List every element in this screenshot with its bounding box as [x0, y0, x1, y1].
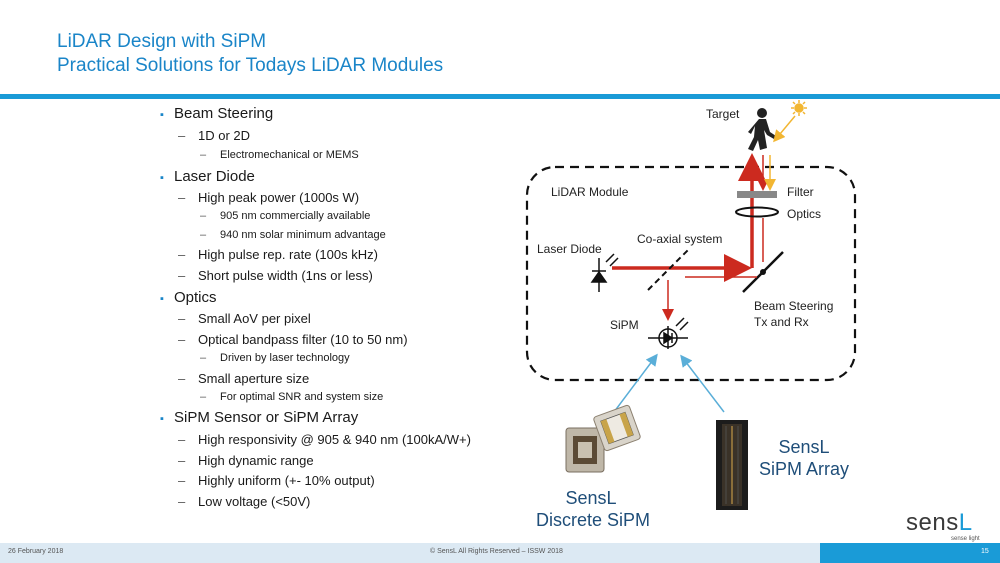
- laser-diode-icon: [590, 253, 619, 292]
- caption-sipm-array: SensL SiPM Array: [758, 437, 850, 479]
- sun-icon: [791, 100, 807, 116]
- bullet-beam-steering: ▪Beam Steering: [160, 105, 274, 122]
- label-beam-steering: Beam Steering: [754, 299, 834, 313]
- footer-date: 26 February 2018: [8, 548, 64, 555]
- sub-bullet: –High responsivity @ 905 & 940 nm (100kA…: [178, 432, 471, 447]
- footer-accent: [820, 543, 1000, 563]
- title-rule: [0, 94, 1000, 99]
- bullet-laser-diode: ▪Laser Diode: [160, 168, 255, 185]
- optics-lens: [735, 206, 779, 218]
- slide-title: LiDAR Design with SiPM: [57, 31, 267, 52]
- sipm-array-image: [716, 420, 748, 510]
- sub-sub-bullet: –905 nm commercially available: [200, 210, 371, 222]
- sunlight-arrow: [773, 115, 796, 143]
- page-number: 15: [981, 548, 989, 555]
- filter-element: [737, 191, 777, 198]
- label-target: Target: [706, 107, 740, 121]
- sub-sub-bullet: –Electromechanical or MEMS: [200, 149, 359, 161]
- sub-bullet: –Optical bandpass filter (10 to 50 nm): [178, 332, 408, 347]
- sub-bullet: –Short pulse width (1ns or less): [178, 268, 373, 283]
- label-coaxial: Co-axial system: [637, 232, 723, 246]
- sipm-icon: [648, 317, 689, 349]
- slide-title-block: LiDAR Design with SiPM Practical Solutio…: [57, 30, 443, 78]
- label-laser-diode: Laser Diode: [537, 242, 602, 256]
- sub-bullet: –High pulse rep. rate (100s kHz): [178, 247, 378, 262]
- bullet-optics: ▪Optics: [160, 289, 217, 306]
- slide-subtitle: Practical Solutions for Todays LiDAR Mod…: [57, 55, 444, 76]
- discrete-sipm-image: [565, 404, 641, 473]
- bullet-sipm: ▪SiPM Sensor or SiPM Array: [160, 409, 359, 426]
- label-tx-rx: Tx and Rx: [754, 315, 809, 329]
- pointer-arrow-array: [680, 354, 725, 413]
- sub-bullet: –Small aperture size: [178, 371, 310, 386]
- label-optics: Optics: [787, 207, 822, 221]
- label-lidar-module: LiDAR Module: [551, 185, 629, 199]
- sensl-logo: sensL: [906, 509, 973, 536]
- footer-copyright: © SensL All Rights Reserved – ISSW 2018: [430, 548, 563, 555]
- label-filter: Filter: [787, 185, 814, 199]
- lidar-module-boundary: [525, 165, 857, 382]
- sub-bullet: –High peak power (1000s W): [178, 190, 360, 205]
- footer-bar: [0, 543, 1000, 563]
- mirror-pivot: [760, 269, 766, 275]
- sub-bullet: –Low voltage (<50V): [178, 494, 311, 509]
- sub-bullet: –Highly uniform (+- 10% output): [178, 473, 375, 488]
- sub-sub-bullet: –For optimal SNR and system size: [200, 391, 384, 403]
- sub-bullet: –1D or 2D: [178, 128, 251, 143]
- caption-discrete-sipm: SensL Discrete SiPM: [536, 488, 651, 530]
- person-icon: [748, 108, 776, 151]
- sub-bullet: –High dynamic range: [178, 453, 314, 468]
- sub-sub-bullet: –Driven by laser technology: [200, 352, 350, 364]
- sub-sub-bullet: –940 nm solar minimum advantage: [200, 229, 386, 241]
- pointer-arrow-discrete: [613, 353, 658, 413]
- sub-bullet: –Small AoV per pixel: [178, 311, 311, 326]
- logo-tagline: sense light: [951, 536, 980, 542]
- label-sipm: SiPM: [610, 318, 639, 332]
